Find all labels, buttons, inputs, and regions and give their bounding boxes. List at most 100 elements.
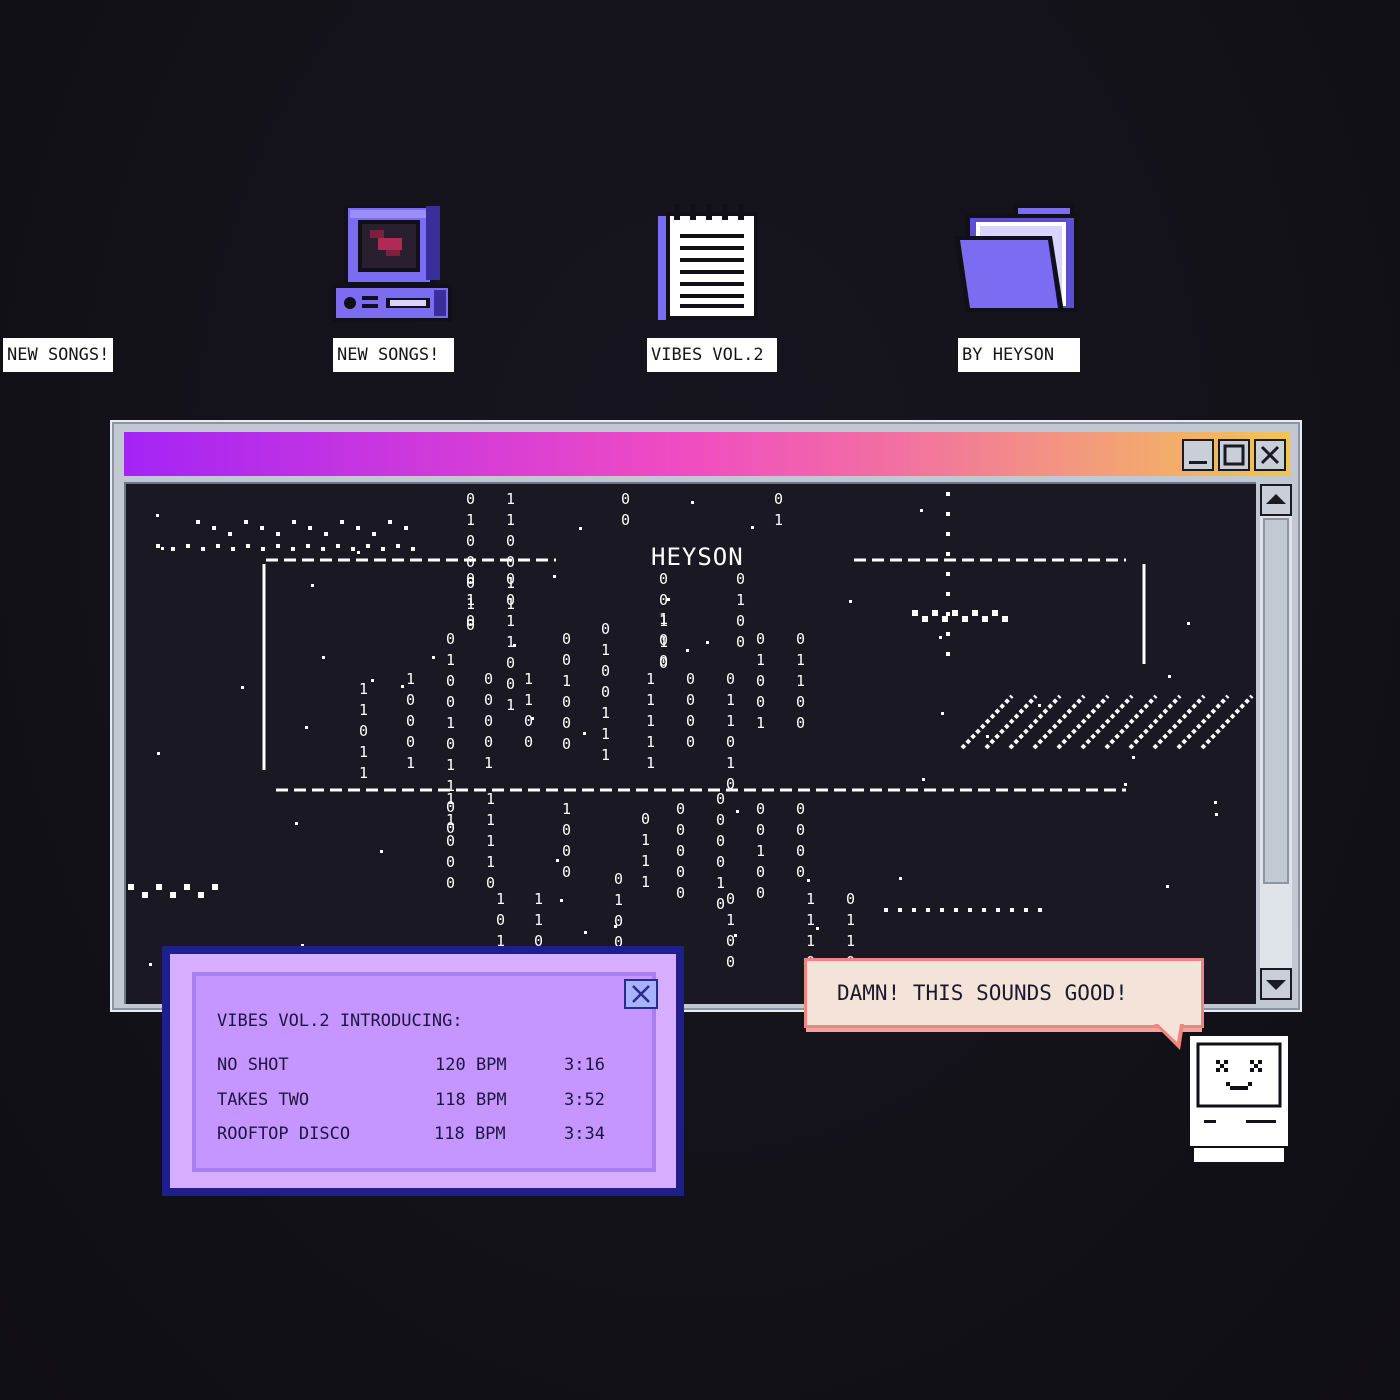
svg-text:0: 0 (466, 574, 475, 592)
svg-text:0: 0 (659, 654, 668, 672)
svg-text:0: 0 (686, 691, 695, 709)
vertical-scrollbar[interactable] (1260, 484, 1292, 1000)
down-arrow-icon (1266, 980, 1286, 990)
svg-text:0: 0 (676, 800, 685, 818)
maximize-button[interactable] (1218, 439, 1250, 471)
svg-text:0: 0 (484, 670, 493, 688)
svg-text:0: 0 (796, 863, 805, 881)
desktop-icon-by-heyson[interactable] (952, 200, 1082, 372)
svg-text:1: 1 (716, 874, 725, 892)
svg-text:0: 0 (446, 735, 455, 753)
svg-text:0: 0 (716, 895, 725, 913)
svg-text:1: 1 (446, 790, 455, 808)
svg-text:0: 0 (562, 842, 571, 860)
track-length: 3:34 (564, 1124, 605, 1144)
binary-rain-artwork: 0100010110011000101000110010011001001001… (128, 490, 1254, 993)
svg-text:0: 0 (446, 672, 455, 690)
speech-bubble-text: DAMN! THIS SOUNDS GOOD! (837, 981, 1128, 1005)
svg-text:1: 1 (406, 754, 415, 772)
svg-text:0: 0 (659, 570, 668, 588)
svg-text:0: 0 (562, 863, 571, 881)
svg-text:1: 1 (486, 811, 495, 829)
svg-text:1: 1 (806, 932, 815, 950)
desktop-icon-vibes-vol2[interactable] (656, 200, 760, 372)
label-by-heyson[interactable]: BY HEYSON (958, 338, 1080, 372)
notepad-icon (658, 204, 758, 320)
svg-text:0: 0 (562, 630, 571, 648)
popup-body: VIBES VOL.2 INTRODUCING: NO SHOT 120 BPM… (170, 954, 676, 1188)
svg-text:0: 0 (716, 853, 725, 871)
svg-text:0: 0 (614, 912, 623, 930)
svg-text:0: 0 (524, 712, 533, 730)
svg-text:0: 0 (466, 553, 475, 571)
svg-text:1: 1 (506, 696, 515, 714)
svg-text:1: 1 (601, 725, 610, 743)
svg-text:1: 1 (736, 591, 745, 609)
svg-text:1: 1 (806, 890, 815, 908)
scroll-down-button[interactable] (1260, 968, 1292, 1000)
scroll-thumb[interactable] (1263, 518, 1289, 884)
svg-text:0: 0 (796, 714, 805, 732)
svg-text:1: 1 (446, 777, 455, 795)
svg-text:1: 1 (486, 790, 495, 808)
svg-text:0: 0 (524, 733, 533, 751)
svg-text:0: 0 (446, 832, 455, 850)
svg-text:0: 0 (756, 630, 765, 648)
label-new-songs[interactable]: NEW SONGS! (333, 338, 454, 372)
svg-text:1: 1 (562, 672, 571, 690)
svg-text:0: 0 (534, 932, 543, 950)
svg-text:1: 1 (506, 574, 515, 592)
svg-text:0: 0 (484, 733, 493, 751)
svg-text:1: 1 (524, 670, 533, 688)
svg-text:0: 0 (726, 932, 735, 950)
svg-text:1: 1 (726, 691, 735, 709)
svg-text:1: 1 (806, 911, 815, 929)
tracklist-popup: VIBES VOL.2 INTRODUCING: NO SHOT 120 BPM… (162, 946, 684, 1196)
track-title: TAKES TWO (217, 1090, 310, 1110)
svg-text:1: 1 (756, 651, 765, 669)
svg-text:0: 0 (466, 532, 475, 550)
svg-text:0: 0 (506, 553, 515, 571)
svg-text:0: 0 (614, 933, 623, 951)
svg-text:0: 0 (601, 620, 610, 638)
svg-text:1: 1 (446, 811, 455, 829)
svg-text:1: 1 (846, 911, 855, 929)
svg-text:0: 0 (736, 633, 745, 651)
label-vibes-vol2[interactable]: VIBES VOL.2 (647, 338, 777, 372)
svg-text:0: 0 (774, 490, 783, 508)
svg-text:1: 1 (659, 610, 668, 628)
desktop-icon-new-songs[interactable]: NEW SONGS! (3, 200, 454, 372)
svg-text:0: 0 (446, 853, 455, 871)
svg-text:1: 1 (506, 612, 515, 630)
svg-text:0: 0 (562, 714, 571, 732)
svg-text:0: 0 (406, 733, 415, 751)
svg-text:0: 0 (736, 570, 745, 588)
svg-text:0: 0 (621, 511, 630, 529)
svg-text:0: 0 (686, 712, 695, 730)
svg-text:1: 1 (359, 680, 368, 698)
svg-text:0: 0 (601, 662, 610, 680)
svg-text:0: 0 (659, 631, 668, 649)
track-bpm: 118 BPM (434, 1124, 506, 1144)
svg-text:0: 0 (446, 693, 455, 711)
minimize-button[interactable] (1182, 439, 1214, 471)
popup-heading: VIBES VOL.2 INTRODUCING: (217, 1011, 463, 1031)
svg-text:1: 1 (646, 691, 655, 709)
svg-text:0: 0 (726, 953, 735, 971)
svg-text:1: 1 (846, 932, 855, 950)
retro-computer-icon (332, 206, 452, 322)
window-titlebar[interactable] (124, 432, 1290, 476)
close-button[interactable] (1254, 439, 1286, 471)
svg-text:0: 0 (614, 870, 623, 888)
svg-text:0: 0 (406, 691, 415, 709)
track-title: NO SHOT (217, 1055, 289, 1075)
svg-text:0: 0 (562, 693, 571, 711)
svg-text:1: 1 (466, 591, 475, 609)
svg-text:0: 0 (446, 819, 455, 837)
svg-text:1: 1 (466, 595, 475, 613)
svg-text:1: 1 (484, 754, 493, 772)
popup-close-button[interactable] (624, 979, 658, 1009)
scroll-up-button[interactable] (1260, 484, 1292, 516)
svg-text:1: 1 (726, 712, 735, 730)
svg-text:0: 0 (506, 532, 515, 550)
